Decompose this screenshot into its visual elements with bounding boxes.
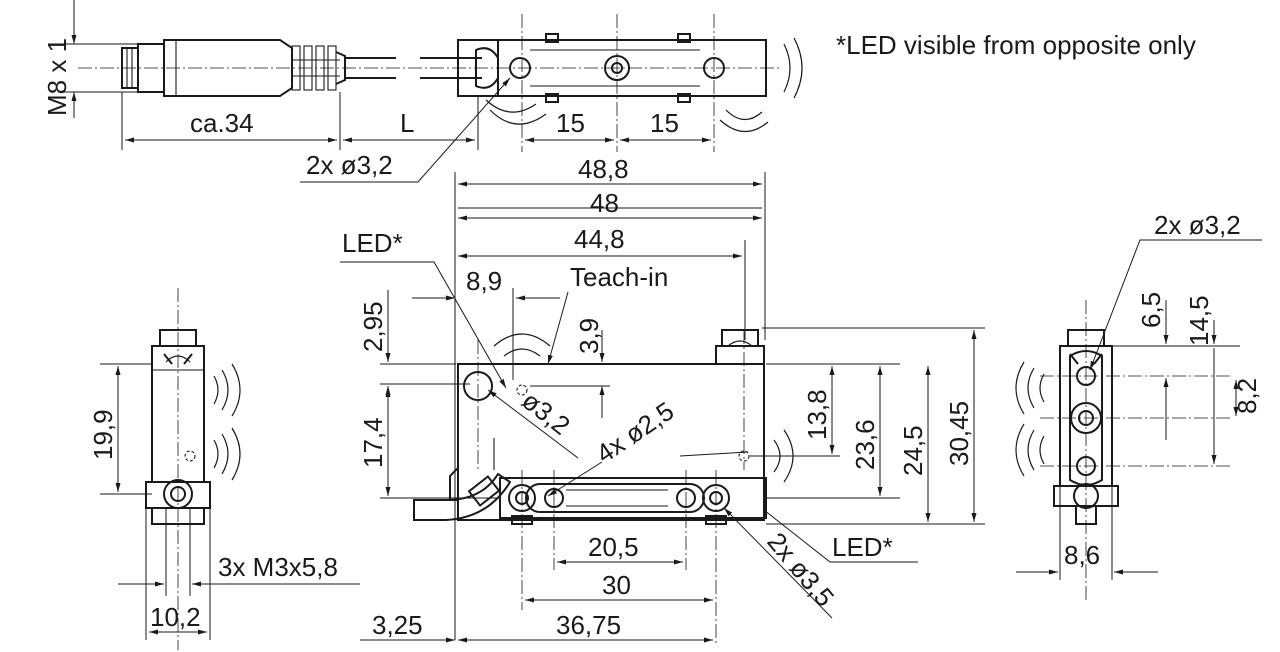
dim-3-25-label: 3,25 bbox=[372, 610, 423, 640]
top-dimensions bbox=[121, 92, 711, 150]
dim-15-left-label: 15 bbox=[556, 108, 585, 138]
hole-3-2-label: ø3,2 bbox=[516, 385, 575, 441]
dim-2-95-label: 2,95 bbox=[358, 301, 388, 352]
width-48-label: 48 bbox=[590, 188, 619, 218]
dim-20-5-label: 20,5 bbox=[588, 532, 639, 562]
dim-23-6-label: 23,6 bbox=[850, 419, 880, 470]
dim-30-label: 30 bbox=[602, 570, 631, 600]
holes-top-label: 2x ø3,2 bbox=[306, 150, 393, 180]
dim-30-45-label: 30,45 bbox=[944, 401, 974, 466]
led-right-label: LED* bbox=[832, 532, 893, 562]
dim-17-4-label: 17,4 bbox=[358, 417, 388, 468]
screws-label: 3x M3x5,8 bbox=[218, 552, 338, 582]
right-8-6-label: 8,6 bbox=[1064, 540, 1100, 570]
holes-2-5-label: 4x ø2,5 bbox=[591, 396, 680, 469]
cable-length-approx-label: ca.34 bbox=[190, 108, 254, 138]
dim-3-9-label: 3,9 bbox=[574, 318, 604, 354]
dim-36-75-label: 36,75 bbox=[556, 610, 621, 640]
width-44-8-label: 44,8 bbox=[574, 224, 625, 254]
width-48-8-label: 48,8 bbox=[578, 154, 629, 184]
sensor-top-view bbox=[300, 14, 803, 183]
sensor-front-view bbox=[340, 172, 985, 645]
right-6-5-label: 6,5 bbox=[1136, 292, 1166, 328]
side-19-9-label: 19,9 bbox=[88, 409, 118, 460]
right-8-2-label: 8,2 bbox=[1232, 378, 1262, 414]
connector-top-view bbox=[60, 0, 780, 118]
sensor-right-side-view bbox=[1015, 239, 1262, 600]
dim-13-8-label: 13,8 bbox=[802, 389, 832, 440]
dim-15-right-label: 15 bbox=[650, 108, 679, 138]
right-14-5-label: 14,5 bbox=[1184, 295, 1214, 346]
side-10-2-label: 10,2 bbox=[150, 602, 201, 632]
thread-label: M8 x 1 bbox=[42, 38, 72, 116]
cable-length-label: L bbox=[400, 108, 414, 138]
footnote-text: *LED visible from opposite only bbox=[836, 30, 1196, 60]
right-holes-label: 2x ø3,2 bbox=[1154, 210, 1241, 240]
led-left-label: LED* bbox=[342, 228, 403, 258]
dim-8-9-label: 8,9 bbox=[466, 266, 502, 296]
sensor-left-side-view bbox=[100, 288, 360, 650]
dim-24-5-label: 24,5 bbox=[898, 425, 928, 476]
teach-in-label: Teach-in bbox=[570, 262, 668, 292]
